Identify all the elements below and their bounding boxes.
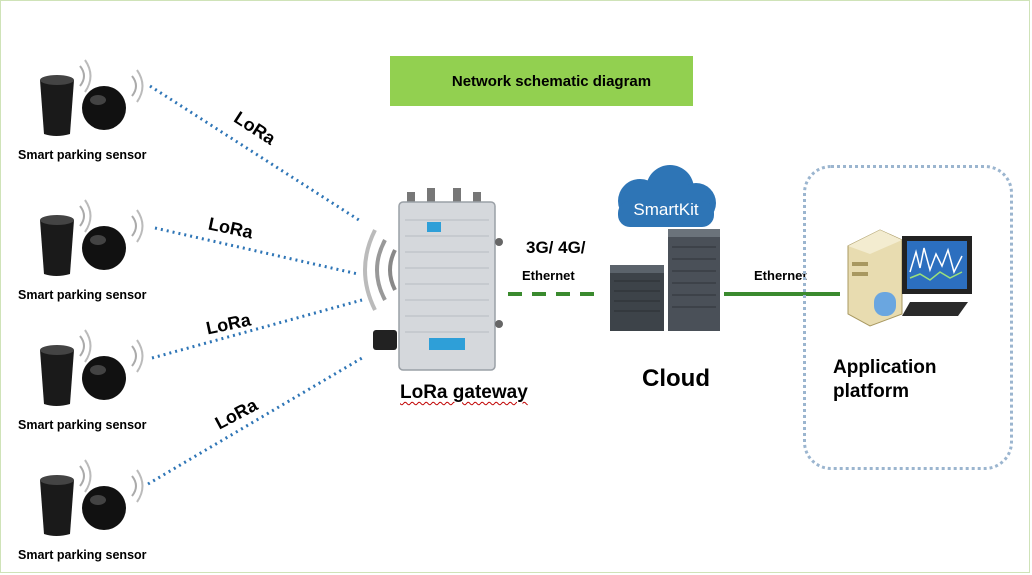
sensor-label: Smart parking sensor [18, 148, 147, 162]
application-platform-label: Application platform [833, 356, 936, 404]
sensor-label: Smart parking sensor [18, 288, 147, 302]
computer-icon [847, 229, 972, 327]
gateway-icon [363, 188, 503, 371]
cloud-link-label: Ethernet [754, 268, 807, 283]
cloud-logo-text: SmartKit [633, 200, 698, 219]
diagram-title-box: Network schematic diagram [390, 56, 693, 106]
sensor-3: Smart parking sensor [18, 322, 168, 432]
diagram-title: Network schematic diagram [451, 72, 652, 90]
lora-link-1 [149, 84, 363, 224]
sensor-4: Smart parking sensor [18, 452, 168, 562]
platform-label-line-2: platform [833, 381, 909, 402]
sensor-2: Smart parking sensor [18, 192, 168, 302]
sensor-1: Smart parking sensor [18, 52, 168, 162]
lora-link-3 [151, 298, 363, 360]
parking-sensor-icon [40, 199, 144, 276]
backhaul-ethernet-label: Ethernet [522, 268, 575, 283]
parking-sensor-icon [40, 59, 144, 136]
cloud-label: Cloud [642, 365, 710, 392]
backhaul-label: 3G/ 4G/ [526, 238, 586, 257]
application-platform-box [803, 165, 1013, 470]
sensor-label: Smart parking sensor [18, 418, 147, 432]
sensor-label: Smart parking sensor [18, 548, 147, 562]
platform-label-line-1: Application [833, 357, 937, 378]
lora-link-2 [154, 226, 359, 276]
cloud-servers-icon: SmartKit [610, 165, 720, 331]
gateway-label: LoRa gateway [400, 382, 528, 403]
parking-sensor-icon [40, 459, 144, 536]
lora-link-4 [147, 356, 363, 486]
parking-sensor-icon [40, 329, 144, 406]
